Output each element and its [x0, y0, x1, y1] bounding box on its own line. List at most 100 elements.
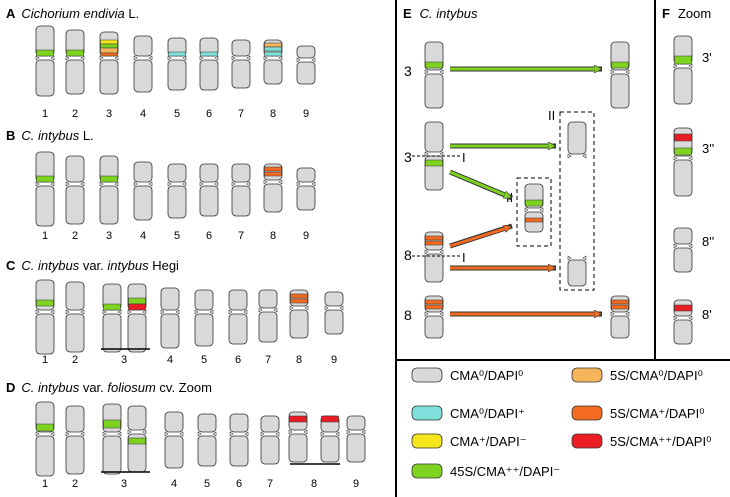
chrom-c3a	[102, 283, 122, 353]
chromosome-number: 2	[72, 478, 78, 490]
chrom-d6	[229, 413, 249, 467]
f-label-3: 8''	[702, 234, 714, 249]
legend-label: CMA⁺/DAPI⁻	[450, 434, 527, 449]
chrom-b6	[199, 163, 219, 217]
panel-a-karyotype	[35, 25, 316, 97]
chromosome-number: 6	[236, 478, 242, 490]
e-chrom-8-lower	[424, 295, 444, 339]
chromosome-number: 6	[235, 354, 241, 366]
chromosome-number: 1	[42, 230, 48, 242]
e-row-label-1: 3	[404, 63, 412, 79]
chrom-b2	[65, 155, 85, 225]
chromosome-number: 1	[42, 478, 48, 490]
e-arrow-4-fill	[449, 227, 510, 248]
chromosome-number: 4	[167, 354, 173, 366]
panel-f-zoom	[673, 35, 693, 345]
chrom-c3b	[127, 283, 147, 353]
chrom-a6	[199, 37, 219, 91]
e-box-left	[516, 177, 552, 247]
chrom-b3	[99, 155, 119, 225]
legend-swatch	[411, 433, 443, 449]
legend-label: 5S/CMA⁺⁺/DAPI⁰	[610, 434, 711, 449]
chromosome-number: 7	[267, 478, 273, 490]
legend-item: CMA⁺/DAPI⁻	[411, 433, 527, 449]
chromosome-number: 9	[331, 354, 337, 366]
f-chrom-3-doubleprime	[673, 127, 693, 197]
panel-e-diagram	[424, 41, 630, 339]
f-chrom-8-prime	[673, 299, 693, 345]
chromosome-number: 5	[174, 230, 180, 242]
e-chrom-ii-top	[567, 121, 587, 159]
chromosome-number: 9	[303, 230, 309, 242]
chrom-c1	[35, 279, 55, 355]
legend-item: 45S/CMA⁺⁺/DAPI⁻	[411, 463, 560, 479]
chromosome-number: 7	[265, 354, 271, 366]
legend-label: 45S/CMA⁺⁺/DAPI⁻	[450, 464, 560, 479]
f-chrom-8-doubleprime	[673, 227, 693, 273]
panel-b-karyotype	[35, 151, 316, 227]
chrom-c9	[324, 291, 344, 335]
chrom-b7	[231, 163, 251, 217]
panel-d-karyotype	[35, 401, 366, 477]
chrom-d8a	[288, 411, 308, 463]
legend-swatch	[571, 367, 603, 383]
chrom-d7	[260, 415, 280, 465]
chrom-c5	[194, 289, 214, 347]
f-label-1: 3'	[702, 50, 712, 65]
e-chrom-i-bottom	[567, 255, 587, 287]
legend-item: CMA⁰/DAPI⁰	[411, 367, 523, 383]
e-roman-i-bottom: I	[462, 250, 466, 265]
chromosome-number: 5	[201, 354, 207, 366]
chromosome-number: 8	[270, 108, 276, 120]
chrom-a1	[35, 25, 55, 97]
chromosome-number: 7	[238, 108, 244, 120]
e-chrom-3-left	[424, 41, 444, 109]
legend-item: 5S/CMA⁺/DAPI⁰	[571, 405, 704, 421]
chromosome-number: 6	[206, 108, 212, 120]
chrom-b1	[35, 151, 55, 227]
chrom-c8	[289, 289, 309, 339]
e-chrom-3-break	[424, 121, 444, 191]
chromosome-number: 9	[353, 478, 359, 490]
chrom-b4	[133, 161, 153, 221]
legend-label: CMA⁰/DAPI⁺	[450, 406, 525, 421]
e-chrom-3-right	[610, 41, 630, 109]
chromosome-number: 5	[204, 478, 210, 490]
chrom-d5	[197, 413, 217, 467]
f-label-2: 3''	[702, 141, 714, 156]
chrom-d3a	[102, 403, 122, 475]
chrom-d3b	[127, 405, 147, 473]
chromosome-number: 1	[42, 354, 48, 366]
e-chrom-8-right	[610, 295, 630, 339]
e-chrom-ii-box	[524, 183, 544, 233]
e-row-label-4: 8	[404, 307, 412, 323]
chrom-a3	[99, 31, 119, 95]
chromosome-number: 5	[174, 108, 180, 120]
chrom-b8	[263, 163, 283, 213]
chromosome-number: 8	[296, 354, 302, 366]
chrom-c2	[65, 281, 85, 353]
chrom-a4	[133, 35, 153, 93]
chromosome-number: 3	[106, 230, 112, 242]
chrom-a7	[231, 39, 251, 89]
e-roman-ii-right: II	[548, 108, 555, 123]
chrom-a2	[65, 29, 85, 95]
chromosome-number: 2	[72, 230, 78, 242]
chrom-d1	[35, 401, 55, 477]
chromosome-number: 3	[121, 478, 127, 490]
chrom-d4	[164, 411, 184, 469]
chromosome-number: 4	[140, 108, 146, 120]
f-label-4: 8'	[702, 307, 712, 322]
legend-swatch	[571, 405, 603, 421]
e-roman-i-top: I	[462, 150, 466, 165]
chrom-a5	[167, 37, 187, 91]
